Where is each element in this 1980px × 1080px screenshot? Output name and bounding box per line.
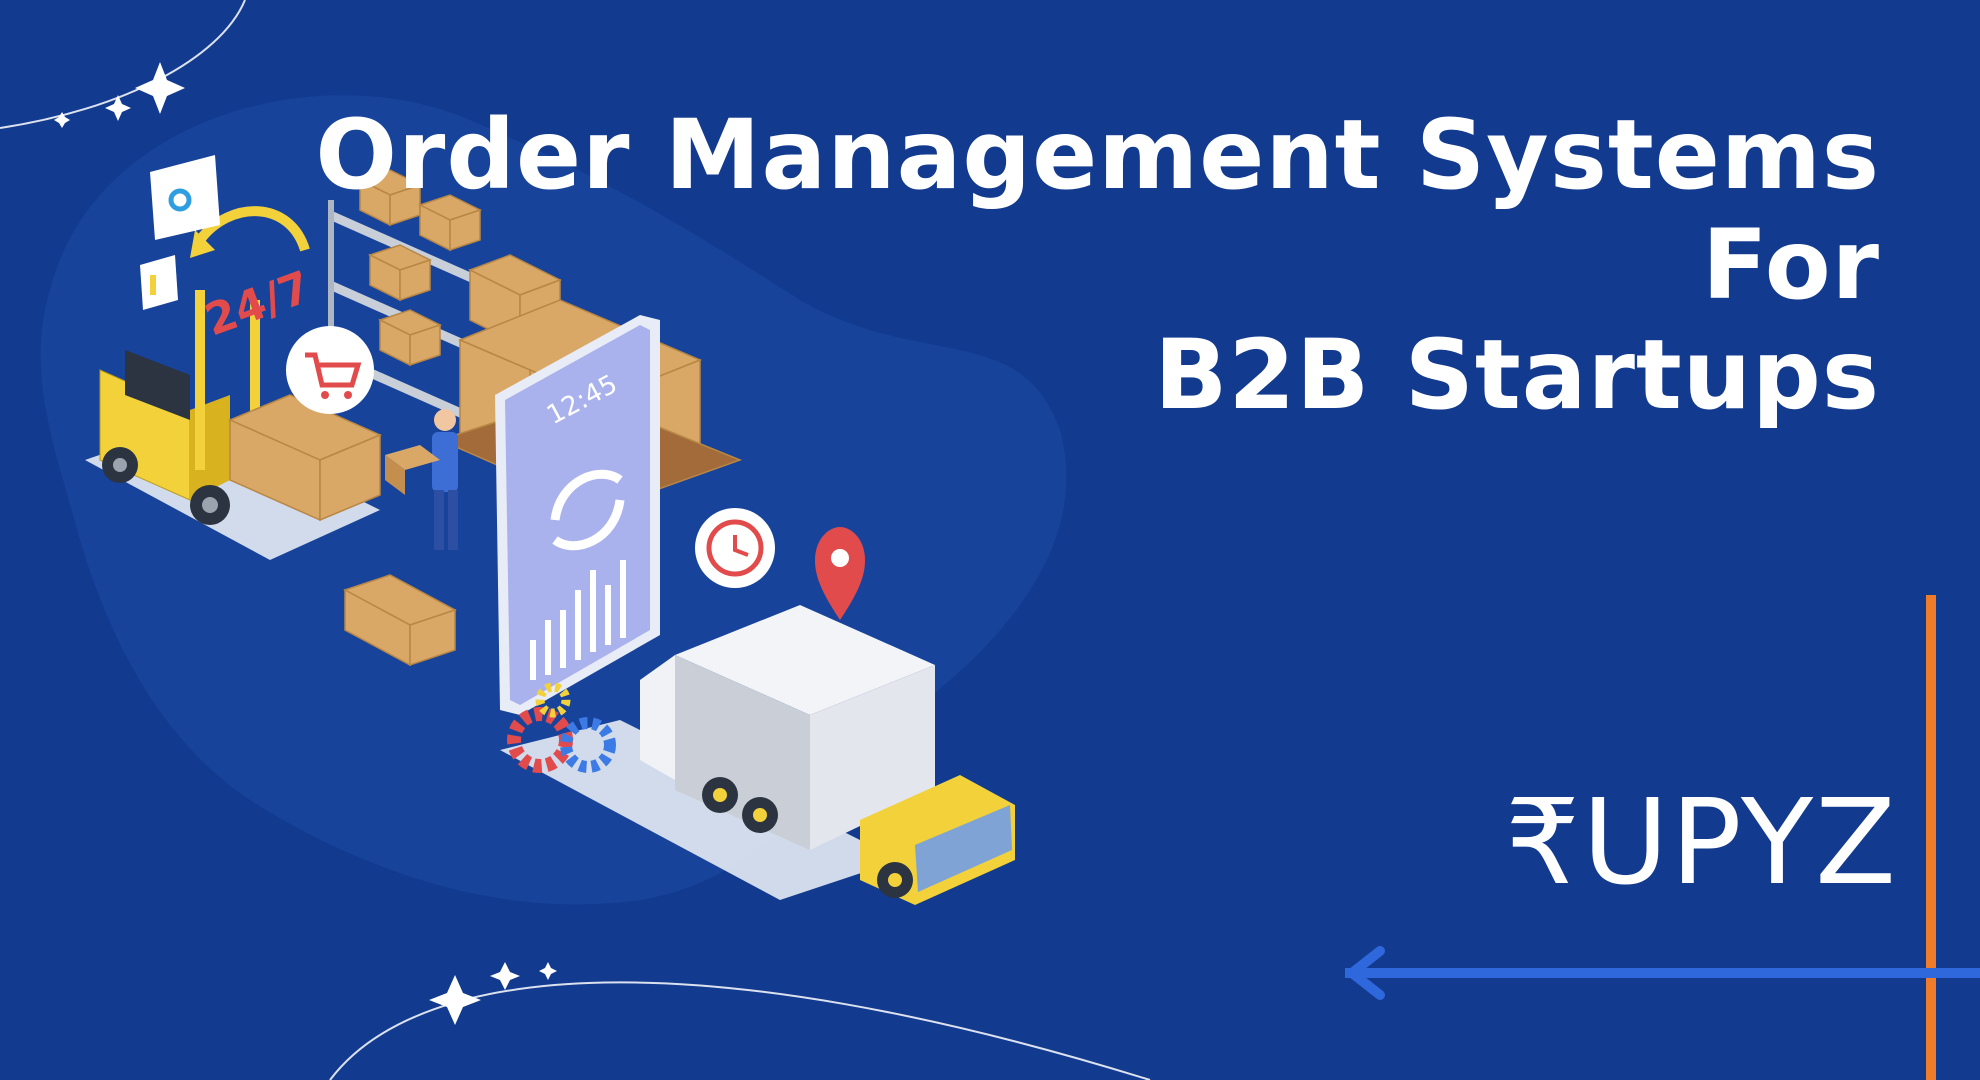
shopping-cart-icon [286, 326, 374, 414]
dashboard-card-icon [140, 155, 220, 310]
arrow-line [1345, 968, 1980, 978]
smartphone-icon: 12:45 [495, 315, 660, 715]
worker-icon [385, 409, 458, 550]
forklift-icon [99, 290, 382, 525]
logo-text: ₹UPYZ [1505, 773, 1898, 911]
arrow-left-icon [1347, 946, 1385, 1000]
delivery-truck-icon [640, 605, 1015, 905]
accent-bar [1926, 595, 1936, 1080]
headline-line-1: Order Management Systems [315, 99, 1880, 211]
headline-line-3: B2B Startups [1154, 319, 1880, 431]
24-7-icon: 24/7 [190, 206, 317, 346]
headline-line-2: For [1702, 209, 1880, 321]
headline: Order Management Systems For B2B Startup… [315, 100, 1880, 430]
box-pile-icon [343, 574, 457, 667]
clock-icon [695, 508, 775, 588]
rupyz-logo: ₹UPYZ [1505, 773, 1898, 911]
gears-icon [507, 682, 616, 773]
location-pin-icon [815, 527, 865, 620]
